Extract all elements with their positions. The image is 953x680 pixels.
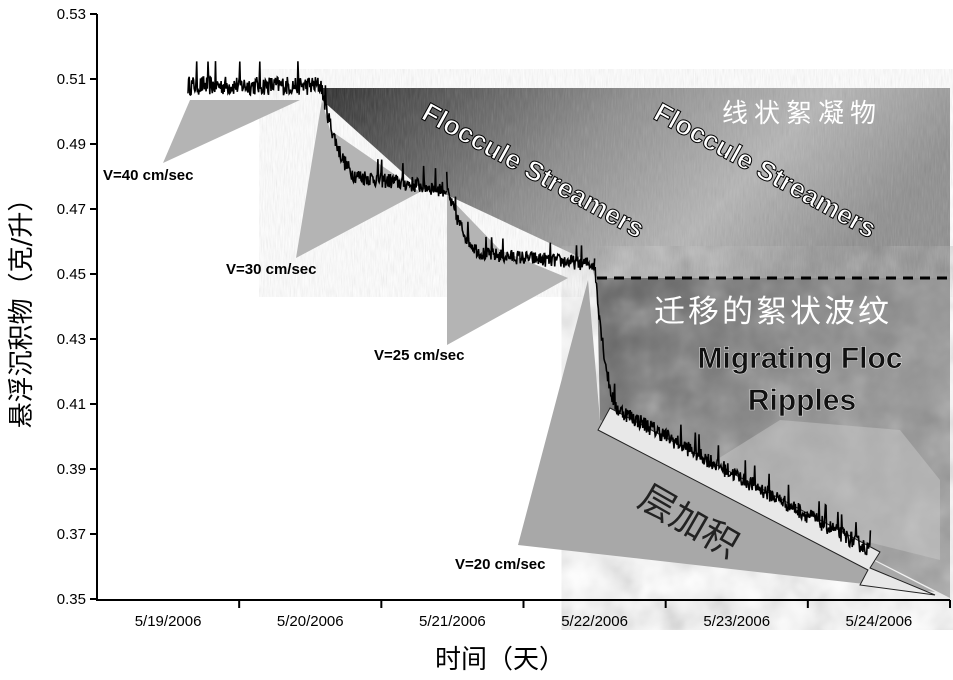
y-tick-label: 0.53 <box>57 6 86 23</box>
x-tick-label: 5/19/2006 <box>135 613 202 630</box>
data-line-segment-3 <box>593 266 872 556</box>
accretion-arrow <box>597 407 936 596</box>
velocity-label-40: V=40 cm/sec <box>103 167 194 184</box>
y-tick-label: 0.47 <box>57 201 86 218</box>
callout-wedge-20 <box>518 280 935 592</box>
y-tick-label: 0.37 <box>57 526 86 543</box>
ripples-label-en-1: Migrating Floc <box>698 342 903 375</box>
streamers-photo <box>322 88 950 278</box>
x-axis-title: 时间（天） <box>435 645 565 675</box>
y-tick-label: 0.51 <box>57 71 86 88</box>
x-tick-label: 5/21/2006 <box>419 613 486 630</box>
y-tick-label: 0.39 <box>57 461 86 478</box>
y-axis-title: 悬浮沉积物（克/升） <box>7 186 37 429</box>
ripples-label-cn: 迁移的絮状波纹 <box>654 294 892 330</box>
velocity-label-20: V=20 cm/sec <box>455 556 546 573</box>
ripples-photo <box>597 278 950 598</box>
callout-wedge-25 <box>447 195 568 345</box>
callout-wedge-40 <box>163 100 300 163</box>
velocity-label-25: V=25 cm/sec <box>374 347 465 364</box>
y-tick-label: 0.49 <box>57 136 86 153</box>
data-series <box>187 61 872 556</box>
y-tick-label: 0.35 <box>57 591 86 608</box>
ripples-label-en-2: Ripples <box>748 384 856 417</box>
y-tick-label: 0.45 <box>57 266 86 283</box>
x-tick-label: 5/23/2006 <box>703 613 770 630</box>
x-tick-label: 5/22/2006 <box>561 613 628 630</box>
y-tick-label: 0.43 <box>57 331 86 348</box>
data-line-segment-0 <box>187 61 323 97</box>
callout-wedge-30 <box>296 100 420 258</box>
data-line-segment-1 <box>320 84 448 197</box>
streamers-label-cn: 线状絮凝物 <box>722 99 882 129</box>
data-line-segment-2 <box>445 171 596 271</box>
velocity-label-30: V=30 cm/sec <box>226 261 317 278</box>
x-tick-label: 5/24/2006 <box>846 613 913 630</box>
x-tick-label: 5/20/2006 <box>277 613 344 630</box>
y-tick-label: 0.41 <box>57 396 86 413</box>
